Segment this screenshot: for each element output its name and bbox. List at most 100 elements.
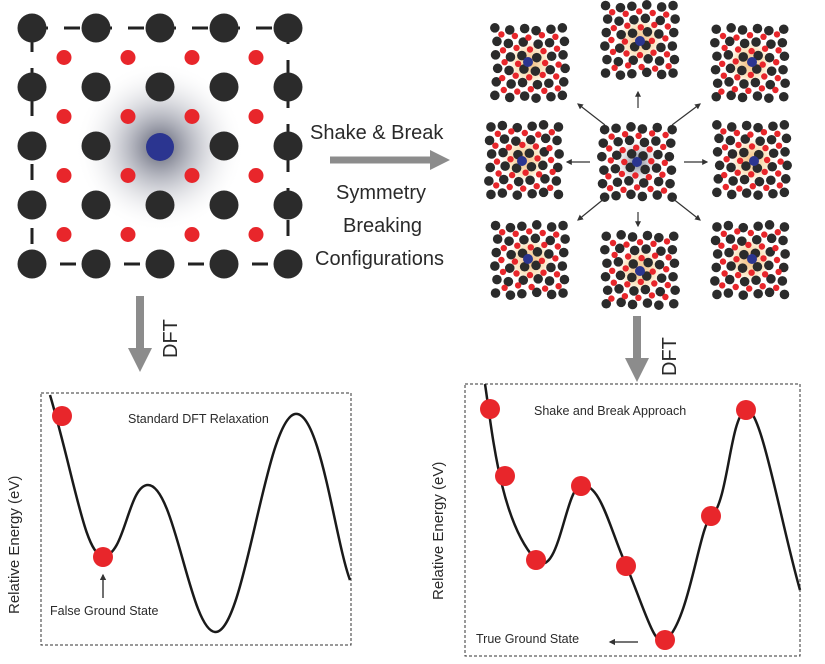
host-atom	[491, 247, 502, 258]
anion-atom	[56, 50, 72, 65]
anion-atom	[648, 130, 656, 137]
host-atom	[752, 261, 763, 272]
anion-atom	[731, 244, 739, 251]
anion-atom	[722, 183, 729, 191]
host-atom	[490, 23, 500, 33]
host-atom	[538, 160, 548, 171]
host-atom	[613, 257, 624, 267]
anion-atom	[608, 36, 615, 44]
host-atom	[767, 161, 778, 172]
config-lattice	[484, 120, 564, 200]
anion-atom	[622, 10, 629, 17]
anion-atom	[501, 284, 508, 291]
anion-atom	[528, 283, 535, 291]
config-lattice	[600, 0, 680, 80]
anion-atom	[511, 258, 519, 265]
anion-atom	[649, 9, 656, 17]
host-atom	[726, 122, 737, 132]
defect-atom	[517, 156, 527, 166]
host-atom	[517, 77, 528, 88]
host-atom	[538, 187, 549, 198]
host-atom	[145, 249, 175, 279]
config-arrow	[671, 197, 701, 221]
host-atom	[668, 271, 678, 282]
dft-arrow-right	[625, 316, 649, 382]
anion-atom	[661, 159, 668, 166]
host-atom	[626, 189, 636, 200]
anion-atom	[538, 257, 546, 264]
host-atom	[768, 121, 778, 132]
anion-atom	[637, 24, 644, 31]
host-atom	[766, 66, 777, 76]
host-atom	[654, 300, 664, 310]
anion-atom	[748, 143, 756, 150]
anion-atom	[493, 182, 500, 189]
host-atom	[546, 222, 557, 232]
anion-atom	[554, 85, 561, 92]
dft-label-left: DFT	[160, 319, 182, 358]
anion-atom	[546, 144, 553, 152]
host-atom	[753, 288, 763, 299]
host-atom	[602, 14, 613, 24]
host-atom	[503, 276, 514, 287]
host-atom	[533, 274, 543, 284]
anion-atom	[762, 144, 769, 152]
anion-atom	[632, 172, 639, 179]
config-arrow	[671, 103, 701, 126]
config-arrow	[577, 103, 606, 126]
host-atom	[723, 50, 734, 60]
host-atom	[492, 274, 502, 285]
host-atom	[723, 220, 734, 231]
anion-atom	[552, 33, 559, 40]
anion-atom	[539, 229, 546, 237]
defect-atom	[635, 36, 645, 46]
host-atom	[491, 77, 502, 87]
anion-atom	[494, 130, 501, 137]
anion-atom	[549, 168, 556, 176]
host-atom	[724, 36, 735, 47]
host-atom	[490, 261, 500, 271]
anion-atom	[748, 47, 755, 55]
host-atom	[714, 160, 725, 171]
host-atom	[652, 190, 663, 200]
shake-break-label: Shake & Break	[310, 122, 444, 144]
config-lattice	[712, 120, 792, 200]
host-atom	[533, 39, 543, 49]
anion-atom	[526, 228, 533, 235]
host-atom	[558, 50, 568, 60]
host-atom	[531, 260, 541, 271]
anion-atom	[609, 239, 617, 247]
host-atom	[558, 288, 568, 298]
host-atom	[664, 151, 675, 162]
host-atom	[642, 27, 653, 37]
host-atom	[490, 288, 501, 298]
anion-atom	[526, 74, 533, 81]
host-atom	[768, 148, 779, 159]
host-atom	[711, 91, 722, 102]
anion-atom	[120, 227, 136, 242]
host-atom	[503, 38, 514, 49]
anion-atom	[664, 23, 671, 30]
host-atom	[638, 151, 648, 161]
host-atom	[668, 68, 678, 78]
anion-atom	[492, 142, 499, 149]
anion-atom	[511, 32, 519, 40]
defect-atom	[635, 266, 645, 276]
host-atom	[273, 72, 303, 102]
anion-atom	[553, 45, 561, 52]
host-atom	[766, 175, 776, 186]
host-atom	[544, 249, 554, 259]
host-atom	[546, 262, 556, 273]
host-atom	[615, 2, 626, 13]
host-atom	[638, 178, 649, 188]
right-point-3	[526, 550, 546, 570]
host-atom	[490, 90, 500, 101]
false-ground-state-label: False Ground State	[50, 604, 159, 618]
anion-atom	[719, 32, 727, 40]
config-lattice	[710, 23, 790, 103]
anion-atom	[184, 227, 200, 242]
anion-atom	[635, 294, 642, 301]
anion-atom	[775, 142, 783, 149]
anion-atom	[636, 239, 644, 246]
host-atom	[670, 14, 680, 24]
